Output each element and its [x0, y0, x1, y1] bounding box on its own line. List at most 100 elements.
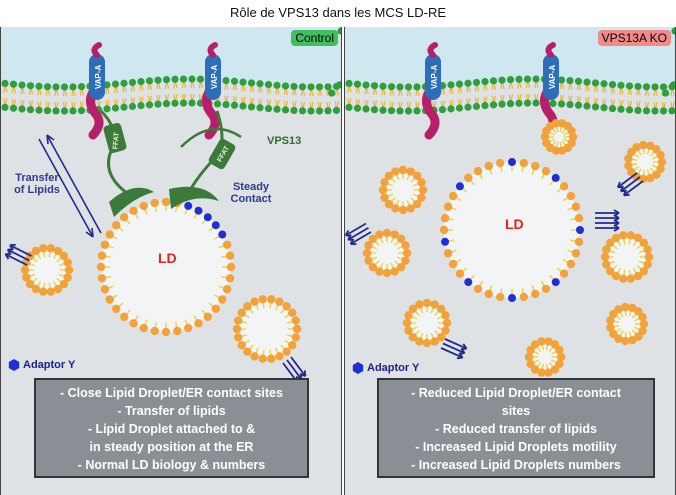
ld-lipid-head	[53, 246, 63, 256]
ld-lipid-head	[551, 119, 561, 128]
ld-lipid-head	[139, 201, 148, 211]
summary-line: - Reduced transfer of lipids	[435, 422, 597, 436]
er-lipid-head	[154, 100, 162, 108]
ld-lipid-head	[234, 333, 243, 342]
ld-lipid-head	[404, 311, 413, 320]
summary-line: - Transfer of lipids	[117, 404, 226, 418]
er-lipid-head	[179, 75, 188, 83]
ld-lipid-head	[105, 295, 114, 304]
ld-lipid-head	[646, 173, 655, 183]
er-lipid-head	[137, 101, 145, 110]
motion-arrow-line	[444, 338, 467, 350]
ld-lipid-head	[401, 241, 410, 250]
motion-arrow-line	[620, 176, 641, 193]
er-lipid-head	[659, 83, 668, 91]
adaptor-y-marker	[551, 278, 560, 287]
er-lipid-head	[489, 101, 498, 109]
ld-lipid-head	[442, 318, 452, 328]
vap-a-top	[427, 42, 438, 58]
ld-lipid-head	[243, 347, 252, 356]
ld-lipid-head	[120, 213, 129, 222]
ld-lipid-head	[495, 292, 505, 302]
ld-lipid-head	[396, 234, 406, 244]
ld-lipid-head	[22, 273, 31, 282]
ld-lipid-head	[606, 316, 615, 325]
ld-lipid-head	[443, 249, 453, 258]
adaptor-y-marker	[203, 213, 212, 222]
ld-lipid-head	[406, 204, 415, 213]
ld-lipid-head	[59, 251, 69, 261]
adaptor-y-marker	[441, 237, 450, 246]
ld-lipid-head	[559, 182, 569, 191]
ld-lipid-head	[556, 352, 566, 362]
ld-lipid-head	[555, 345, 564, 355]
er-lipid-head	[1, 79, 9, 87]
ld-lipid-head	[96, 262, 106, 272]
er-lipid-head	[523, 99, 532, 107]
er-lipid-head	[171, 75, 179, 83]
ld-lipid-head	[605, 266, 615, 276]
vap-a-body	[89, 54, 105, 100]
ld-lipid-head	[382, 228, 392, 238]
ld-lipid-head	[422, 298, 432, 308]
er-lipid-head	[353, 104, 362, 112]
er-lipid-head	[247, 103, 256, 111]
adaptor-y-marker	[551, 173, 560, 182]
er-lipid-head	[634, 82, 642, 91]
vap-a-body	[543, 54, 559, 100]
ld-lipid-head	[566, 191, 576, 201]
adaptor-y-marker	[464, 278, 473, 287]
er-lipid-head	[162, 76, 171, 84]
er-lipid-head	[651, 83, 659, 91]
ld-lipid-head	[430, 300, 439, 309]
steady-label-line1: Steady	[232, 181, 270, 193]
er-lipid-head	[617, 81, 625, 89]
er-lipid-head	[455, 80, 464, 88]
vap-a-label: VAP-A	[430, 65, 439, 90]
er-lipid-head	[464, 79, 472, 87]
ld-lipid-head	[519, 158, 529, 168]
er-lipid-head	[128, 78, 137, 87]
ld-lipid-head	[129, 206, 138, 215]
ld-lipid-head	[652, 170, 661, 179]
er-lipid-head	[532, 75, 540, 83]
er-lipid-head	[625, 106, 634, 114]
adaptor-y-marker	[218, 230, 227, 239]
motion-arrow-line	[4, 253, 28, 266]
er-lipid-head	[103, 81, 111, 89]
ld-lipid-head	[441, 311, 450, 320]
ld-lipid-head	[288, 308, 297, 317]
er-lipid-head	[362, 105, 370, 113]
er-lipid-head	[608, 80, 617, 89]
ld-lipid-head	[380, 193, 389, 202]
ld-core	[101, 202, 231, 332]
er-lipid-head	[239, 78, 247, 86]
er-lipid-head	[327, 89, 336, 97]
ld-lipid-head	[380, 178, 389, 187]
ld-lipid-head	[436, 304, 446, 314]
er-lipid-head	[549, 99, 557, 108]
transfer-arrow-head	[85, 227, 94, 238]
ld-lipid-head	[243, 302, 252, 311]
ld-lipid-head	[571, 202, 581, 211]
ld-lipid-head	[63, 258, 72, 267]
ld-lipid-head	[408, 304, 418, 314]
vps13-label: VPS13	[267, 135, 302, 147]
ld-lipid-head	[440, 213, 450, 223]
vap-a-top	[545, 42, 556, 58]
er-lipid-head	[69, 83, 77, 91]
er-lipid-head	[455, 104, 464, 112]
ld-lipid-head	[396, 262, 406, 272]
summary-line: in steady position at the ER	[89, 440, 254, 454]
motion-arrow-head	[9, 243, 16, 251]
summary-line: - Normal LD biology & numbers	[77, 458, 266, 472]
er-lipid-head	[625, 82, 634, 90]
ld-lipid-head	[258, 354, 267, 363]
ld-lipid-head	[606, 323, 615, 332]
vps13-domain	[169, 186, 219, 209]
figure-title: Rôle de VPS13 dans les MCS LD-RE	[229, 5, 447, 20]
er-lipid-head	[111, 104, 120, 112]
ffat-motif	[208, 138, 236, 170]
motion-arrow-line	[350, 231, 372, 245]
